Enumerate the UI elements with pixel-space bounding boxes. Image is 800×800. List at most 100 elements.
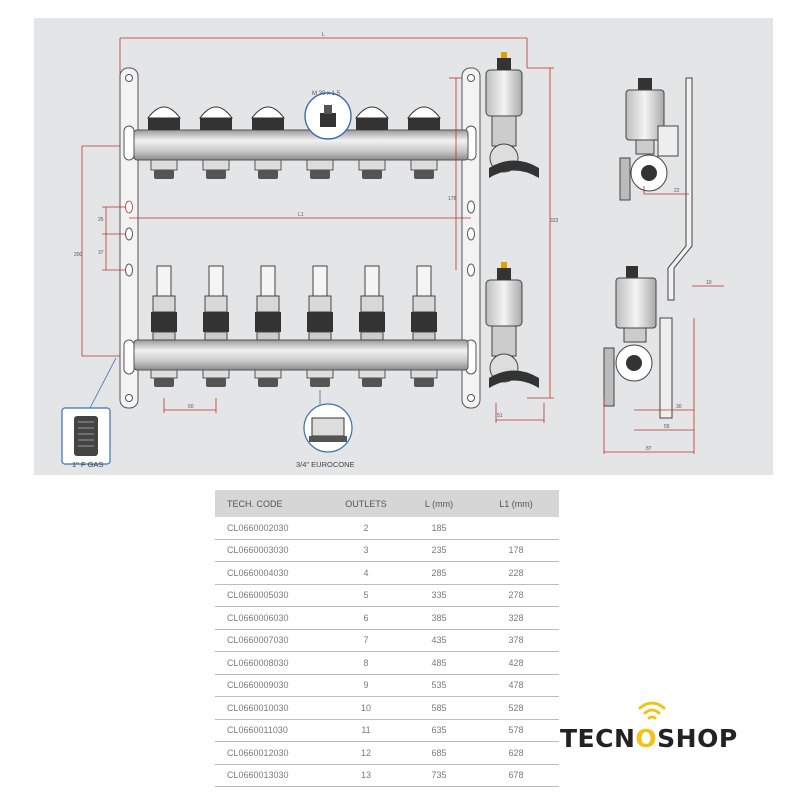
cell-l1: 278	[473, 584, 559, 607]
header-l1: L1 (mm)	[473, 490, 559, 517]
cell-code: CL0660008030	[215, 651, 327, 675]
cell-outlets: 5	[327, 584, 405, 607]
brand-text-part2: SHOP	[657, 724, 738, 753]
cell-l1: 528	[473, 696, 559, 720]
cell-l: 235	[405, 539, 473, 562]
cell-code: CL0660007030	[215, 629, 327, 652]
cell-code: CL0660011030	[215, 719, 327, 742]
dim-178-label: 178	[448, 196, 457, 202]
upper-end-fitting	[485, 52, 539, 178]
cell-code: CL0660004030	[215, 561, 327, 585]
wifi-signal-icon	[638, 701, 666, 720]
cell-l1: 428	[473, 651, 559, 675]
cell-outlets: 9	[327, 674, 405, 697]
upper-valve-heads	[147, 106, 441, 179]
label-gas: 1" F GAS	[72, 460, 103, 469]
cell-outlets: 13	[327, 764, 405, 787]
cell-code: CL0660006030	[215, 606, 327, 630]
cell-outlets: 10	[327, 696, 405, 720]
dim-87-label: 87	[646, 446, 652, 452]
cell-outlets: 8	[327, 651, 405, 675]
brand-name: TECNOSHOP	[560, 724, 738, 753]
cell-code: CL0660002030	[215, 517, 327, 540]
thread-label: M 30 x 1.5	[312, 91, 341, 97]
dim-200-label: 200	[74, 252, 83, 258]
dim-37-label: 37	[98, 250, 104, 256]
dim-L1-label: L1	[298, 212, 304, 218]
brand-text-o: O	[635, 724, 658, 753]
cell-l: 335	[405, 584, 473, 607]
manifold-drawing-svg: L	[61, 32, 724, 469]
cell-l1: 328	[473, 606, 559, 630]
dim-55-label: 55	[664, 424, 670, 430]
cell-l1: 228	[473, 561, 559, 585]
dim-L: L	[119, 32, 528, 78]
cell-outlets: 3	[327, 539, 405, 562]
cell-code: CL0660009030	[215, 674, 327, 697]
cell-outlets: 6	[327, 606, 405, 630]
cell-outlets: 4	[327, 561, 405, 585]
cell-l1: 378	[473, 629, 559, 652]
cell-l1: 478	[473, 674, 559, 697]
cell-code: CL0660005030	[215, 584, 327, 607]
cell-l: 285	[405, 561, 473, 585]
lower-flowmeters	[150, 265, 438, 387]
technical-drawing: L	[34, 18, 773, 475]
cell-outlets: 11	[327, 719, 405, 742]
cell-l1: 678	[473, 764, 559, 787]
dim-323-label: 323	[550, 218, 559, 224]
upper-manifold-pipe	[133, 129, 469, 161]
header-outlets: OUTLETS	[327, 490, 405, 517]
lower-end-fitting	[485, 262, 539, 388]
dim-50-label: 50	[188, 404, 194, 410]
dim-10-label: 10	[706, 280, 712, 286]
header-tech-code: TECH. CODE	[215, 490, 327, 517]
cell-code: CL0660010030	[215, 696, 327, 720]
cell-l: 435	[405, 629, 473, 652]
cell-l: 485	[405, 651, 473, 675]
cell-code: CL0660012030	[215, 741, 327, 765]
cell-outlets: 12	[327, 741, 405, 765]
cell-l: 185	[405, 517, 473, 540]
thread-detail-callout: M 30 x 1.5	[304, 91, 352, 140]
cell-l: 585	[405, 696, 473, 720]
cell-l: 635	[405, 719, 473, 742]
front-dimension-lines: 200 25 37 L1 178 323 50 51	[74, 67, 559, 423]
cell-l: 735	[405, 764, 473, 787]
cell-l1	[473, 517, 559, 540]
side-view: 22 10 30 55 87	[603, 77, 724, 454]
cell-outlets: 2	[327, 517, 405, 540]
lower-manifold-pipe	[133, 339, 469, 371]
dim-51-label: 51	[497, 413, 503, 419]
cell-l1: 178	[473, 539, 559, 562]
header-l: L (mm)	[405, 490, 473, 517]
cell-l: 535	[405, 674, 473, 697]
gas-connection-detail: 1" F GAS	[61, 357, 117, 469]
dim-L-label: L	[322, 32, 325, 38]
cell-l1: 578	[473, 719, 559, 742]
table-header-row: TECH. CODE OUTLETS L (mm) L1 (mm)	[215, 490, 559, 517]
spec-table: TECH. CODE OUTLETS L (mm) L1 (mm) CL0660…	[215, 490, 559, 787]
eurocone-detail: 3/4" EUROCONE	[296, 390, 355, 469]
dim-25-label: 25	[98, 217, 104, 223]
cell-l: 685	[405, 741, 473, 765]
cell-code: CL0660003030	[215, 539, 327, 562]
tecnoshop-logo: TECNOSHOP	[560, 700, 770, 760]
dim-22-label: 22	[674, 188, 680, 194]
dim-30-label: 30	[676, 404, 682, 410]
cell-outlets: 7	[327, 629, 405, 652]
cell-code: CL0660013030	[215, 764, 327, 787]
label-eurocone: 3/4" EUROCONE	[296, 460, 355, 469]
